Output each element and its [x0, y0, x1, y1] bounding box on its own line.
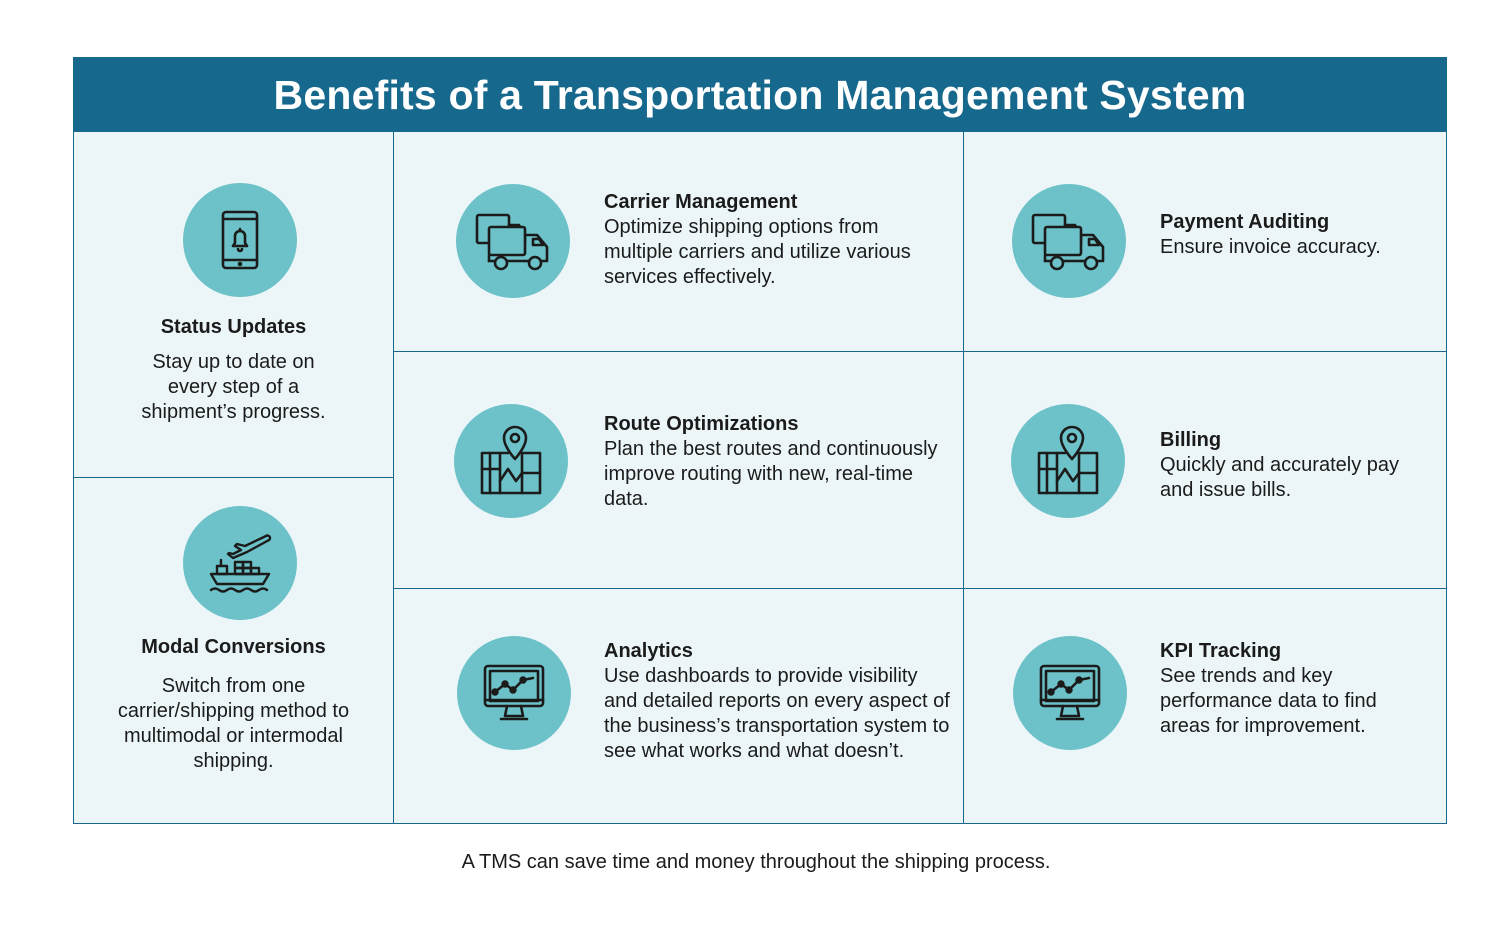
- route-optimizations-icon-circle: [454, 404, 568, 518]
- benefit-modal-conversions: Modal Conversions Switch from one carrie…: [74, 478, 394, 823]
- modal-conversions-icon-circle: [183, 506, 297, 620]
- tablet-bell-icon: [221, 210, 259, 270]
- benefit-route-optimizations: Route Optimizations Plan the best routes…: [394, 352, 964, 589]
- payment-auditing-icon-circle: [1012, 184, 1126, 298]
- status-updates-description: Stay up to date on every step of a shipm…: [141, 351, 326, 423]
- route-optimizations-description: Plan the best routes and continuously im…: [604, 438, 938, 510]
- billing-text: Billing Quickly and accurately pay and i…: [1160, 428, 1430, 503]
- payment-auditing-text: Payment Auditing Ensure invoice accuracy…: [1160, 210, 1430, 260]
- benefit-payment-auditing: Payment Auditing Ensure invoice accuracy…: [964, 132, 1446, 352]
- map-pin-icon: [1037, 425, 1099, 495]
- carrier-management-icon-circle: [456, 184, 570, 298]
- analytics-text: Analytics Use dashboards to provide visi…: [604, 639, 954, 764]
- carrier-management-title: Carrier Management: [604, 191, 798, 213]
- carrier-management-description: Optimize shipping options from multiple …: [604, 216, 911, 288]
- trucks-icon: [475, 213, 549, 271]
- kpi-tracking-icon-circle: [1013, 636, 1127, 750]
- title-banner: Benefits of a Transportation Management …: [74, 58, 1446, 132]
- payment-auditing-description: Ensure invoice accuracy.: [1160, 236, 1381, 258]
- trucks-icon: [1031, 213, 1105, 271]
- benefit-kpi-tracking: KPI Tracking See trends and key performa…: [964, 589, 1446, 823]
- kpi-tracking-description: See trends and key performance data to f…: [1160, 665, 1377, 737]
- status-updates-icon-circle: [183, 183, 297, 297]
- monitor-chart-icon: [1039, 664, 1101, 721]
- infographic: Benefits of a Transportation Management …: [73, 57, 1447, 824]
- modal-conversions-title: Modal Conversions: [141, 636, 326, 658]
- caption: A TMS can save time and money throughout…: [461, 851, 1051, 873]
- route-optimizations-title: Route Optimizations: [604, 413, 799, 435]
- analytics-title: Analytics: [604, 640, 693, 662]
- benefit-billing: Billing Quickly and accurately pay and i…: [964, 352, 1446, 589]
- billing-title: Billing: [1160, 429, 1222, 451]
- carrier-management-text: Carrier Management Optimize shipping opt…: [604, 190, 949, 290]
- benefit-carrier-management: Carrier Management Optimize shipping opt…: [394, 132, 964, 352]
- billing-icon-circle: [1011, 404, 1125, 518]
- monitor-chart-icon: [483, 664, 545, 721]
- benefit-analytics: Analytics Use dashboards to provide visi…: [394, 589, 964, 823]
- kpi-tracking-text: KPI Tracking See trends and key performa…: [1160, 639, 1430, 739]
- kpi-tracking-title: KPI Tracking: [1160, 640, 1282, 662]
- billing-description: Quickly and accurately pay and issue bil…: [1160, 454, 1400, 501]
- analytics-icon-circle: [457, 636, 571, 750]
- status-updates-title: Status Updates: [160, 316, 307, 338]
- route-optimizations-text: Route Optimizations Plan the best routes…: [604, 412, 949, 512]
- ship-plane-icon: [209, 534, 272, 593]
- payment-auditing-title: Payment Auditing: [1160, 211, 1330, 233]
- map-pin-icon: [480, 425, 542, 495]
- analytics-description: Use dashboards to provide visibility and…: [604, 665, 950, 762]
- page-title: Benefits of a Transportation Management …: [273, 71, 1247, 118]
- benefit-status-updates: Status Updates Stay up to date on every …: [74, 132, 394, 478]
- modal-conversions-description: Switch from one carrier/shipping method …: [117, 675, 350, 772]
